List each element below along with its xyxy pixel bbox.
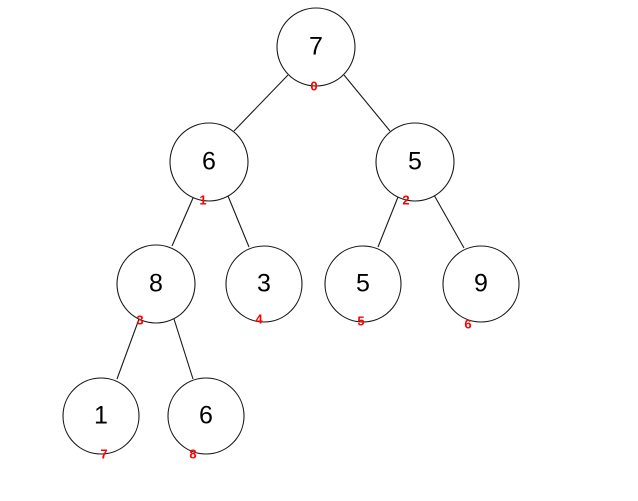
tree-edge [233,74,289,132]
node-index-label: 0 [310,78,317,93]
node-value-label: 9 [474,270,488,298]
node-circle[interactable] [167,377,245,455]
node-circle[interactable] [225,245,303,323]
tree-node[interactable]: 70 [276,7,356,93]
node-value-label: 1 [94,402,108,430]
node-index-label: 3 [136,312,143,327]
node-index-label: 1 [199,192,206,207]
node-value-label: 5 [356,270,370,298]
tree-edge [171,197,194,247]
node-index-label: 6 [464,316,471,331]
node-circle[interactable] [442,245,520,323]
node-value-label: 6 [199,402,213,430]
node-circle[interactable] [375,122,455,202]
edges-group [116,74,465,380]
tree-node[interactable]: 17 [62,377,140,461]
node-value-label: 8 [149,270,163,298]
tree-node[interactable]: 34 [225,245,303,326]
node-circle[interactable] [62,377,140,455]
tree-node[interactable]: 52 [375,122,455,207]
tree-edge [433,194,465,249]
tree-node[interactable]: 61 [169,122,249,207]
node-value-label: 6 [202,148,216,176]
tree-node[interactable]: 96 [442,245,520,331]
tree-edge [116,318,140,380]
node-index-label: 5 [357,313,364,328]
tree-edge [173,318,194,380]
node-circle[interactable] [324,245,402,323]
node-circle[interactable] [116,244,196,324]
tree-node[interactable]: 68 [167,377,245,461]
node-value-label: 5 [408,148,422,176]
tree-edge [377,196,399,248]
node-index-label: 7 [100,446,107,461]
node-index-label: 8 [189,446,196,461]
node-index-label: 4 [255,311,263,326]
node-circle[interactable] [169,122,249,202]
node-index-label: 2 [402,192,409,207]
node-value-label: 3 [257,270,271,298]
node-circle[interactable] [276,7,356,87]
tree-edge [343,74,391,132]
tree-node[interactable]: 83 [116,244,196,327]
tree-edge [227,195,250,248]
tree-node[interactable]: 55 [324,245,402,328]
node-value-label: 7 [309,33,323,61]
